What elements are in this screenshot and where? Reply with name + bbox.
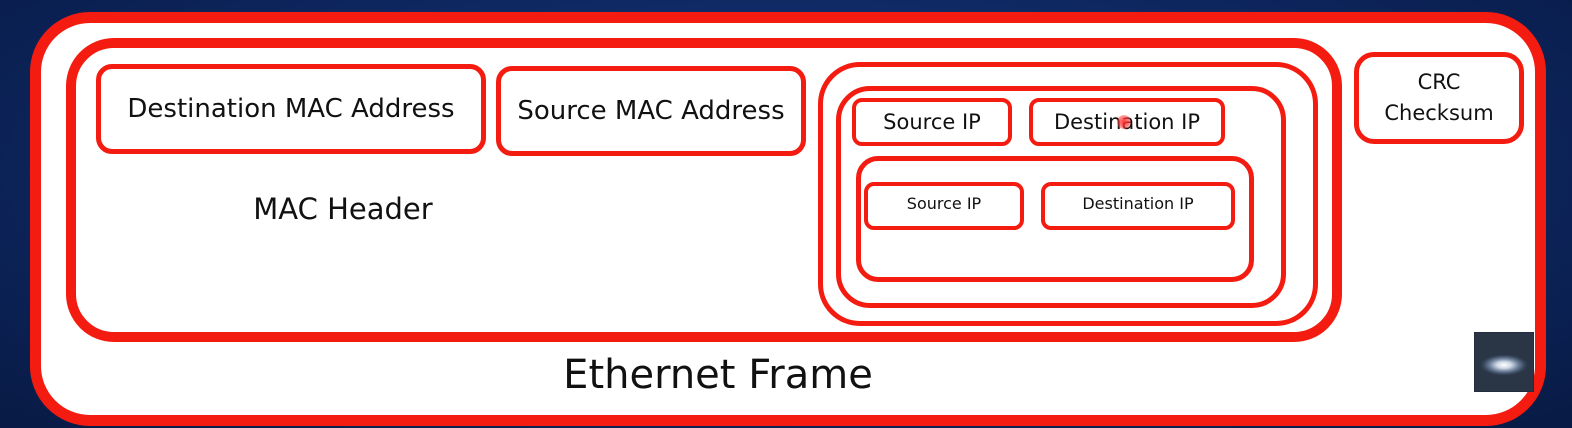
ethernet-frame-label: Ethernet Frame	[563, 352, 873, 398]
crc-label-line2: Checksum	[1384, 101, 1494, 125]
source-mac-field: Source MAC Address	[496, 66, 806, 156]
destination-mac-field: Destination MAC Address	[96, 64, 486, 154]
crc-label-line1: CRC	[1417, 70, 1461, 94]
inner-source-field: Source IP	[864, 182, 1024, 230]
crc-checksum-field: CRC Checksum	[1354, 52, 1524, 144]
inner-destination-field: Destination IP	[1041, 182, 1235, 230]
cursor-highlight-icon	[1117, 115, 1131, 129]
mac-header-label: MAC Header	[253, 192, 433, 226]
galaxy-thumbnail-icon	[1474, 332, 1534, 392]
ip-source-field: Source IP	[852, 98, 1012, 146]
